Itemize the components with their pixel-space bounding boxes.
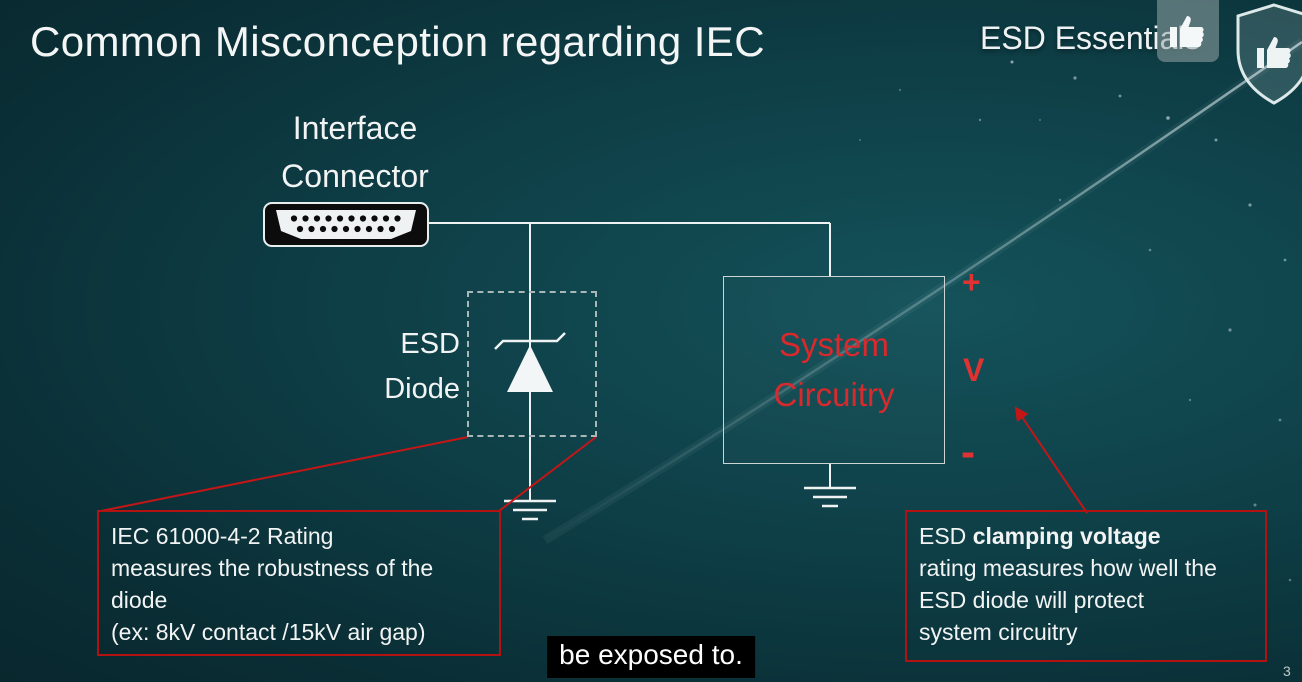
esd-diode-dashed-box [467,291,597,437]
callout-line-left [100,436,469,512]
system-label-line1: System [778,326,890,363]
ground-symbol-system [804,486,856,508]
callout-line-right [498,436,597,512]
esd-diode-label-line1: ESD [400,328,460,360]
caption-text: be exposed to. [559,639,743,670]
interface-connector-label: Interface Connector [240,104,470,200]
slide-title: Common Misconception regarding IEC [30,18,765,65]
iec-callout-line2: measures the robustness of the [111,555,434,581]
thumbs-up-icon [1157,0,1219,62]
thumbs-up-glyph [1170,16,1204,47]
page-number: 3 [1283,663,1291,679]
iec-callout-line3: diode [111,587,168,613]
connector-label-line2: Connector [281,158,429,194]
callout-box-iec: IEC 61000-4-2 Rating measures the robust… [97,510,501,656]
caption-bar: be exposed to. [547,636,755,678]
clamping-callout-line2: rating measures how well the [919,555,1217,581]
iec-callout-line4: (ex: 8kV contact /15kV air gap) [111,619,426,645]
clamping-callout-line1: ESD clamping voltage [919,520,1253,552]
shield-glyph [1236,3,1302,105]
clamping-callout-line3: ESD diode will protect [919,587,1144,613]
clamping-arrow [1014,406,1088,514]
esd-diode-symbol [494,332,566,392]
minus-label: - [961,428,975,475]
esd-diode-label-line2: Diode [384,373,460,405]
plus-label: + [962,264,981,300]
clamping-callout-line4: system circuitry [919,619,1078,645]
iec-callout-line1: IEC 61000-4-2 Rating [111,523,334,549]
clamping-bold: clamping voltage [972,523,1161,549]
star-field [859,60,1292,582]
system-label-line2: Circuitry [773,376,895,413]
esd-diode-label: ESD Diode [340,322,460,412]
voltage-label: V [963,352,985,388]
clamping-prefix: ESD [919,523,973,549]
connector-label-line1: Interface [292,110,418,146]
hdmi-connector-icon [263,202,429,247]
ground-symbol-diode [504,499,556,521]
callout-box-clamping: ESD clamping voltage rating measures how… [905,510,1267,662]
shield-icon [1234,2,1302,107]
background-streak [542,38,1302,544]
system-circuitry-box: System Circuitry [723,276,945,464]
